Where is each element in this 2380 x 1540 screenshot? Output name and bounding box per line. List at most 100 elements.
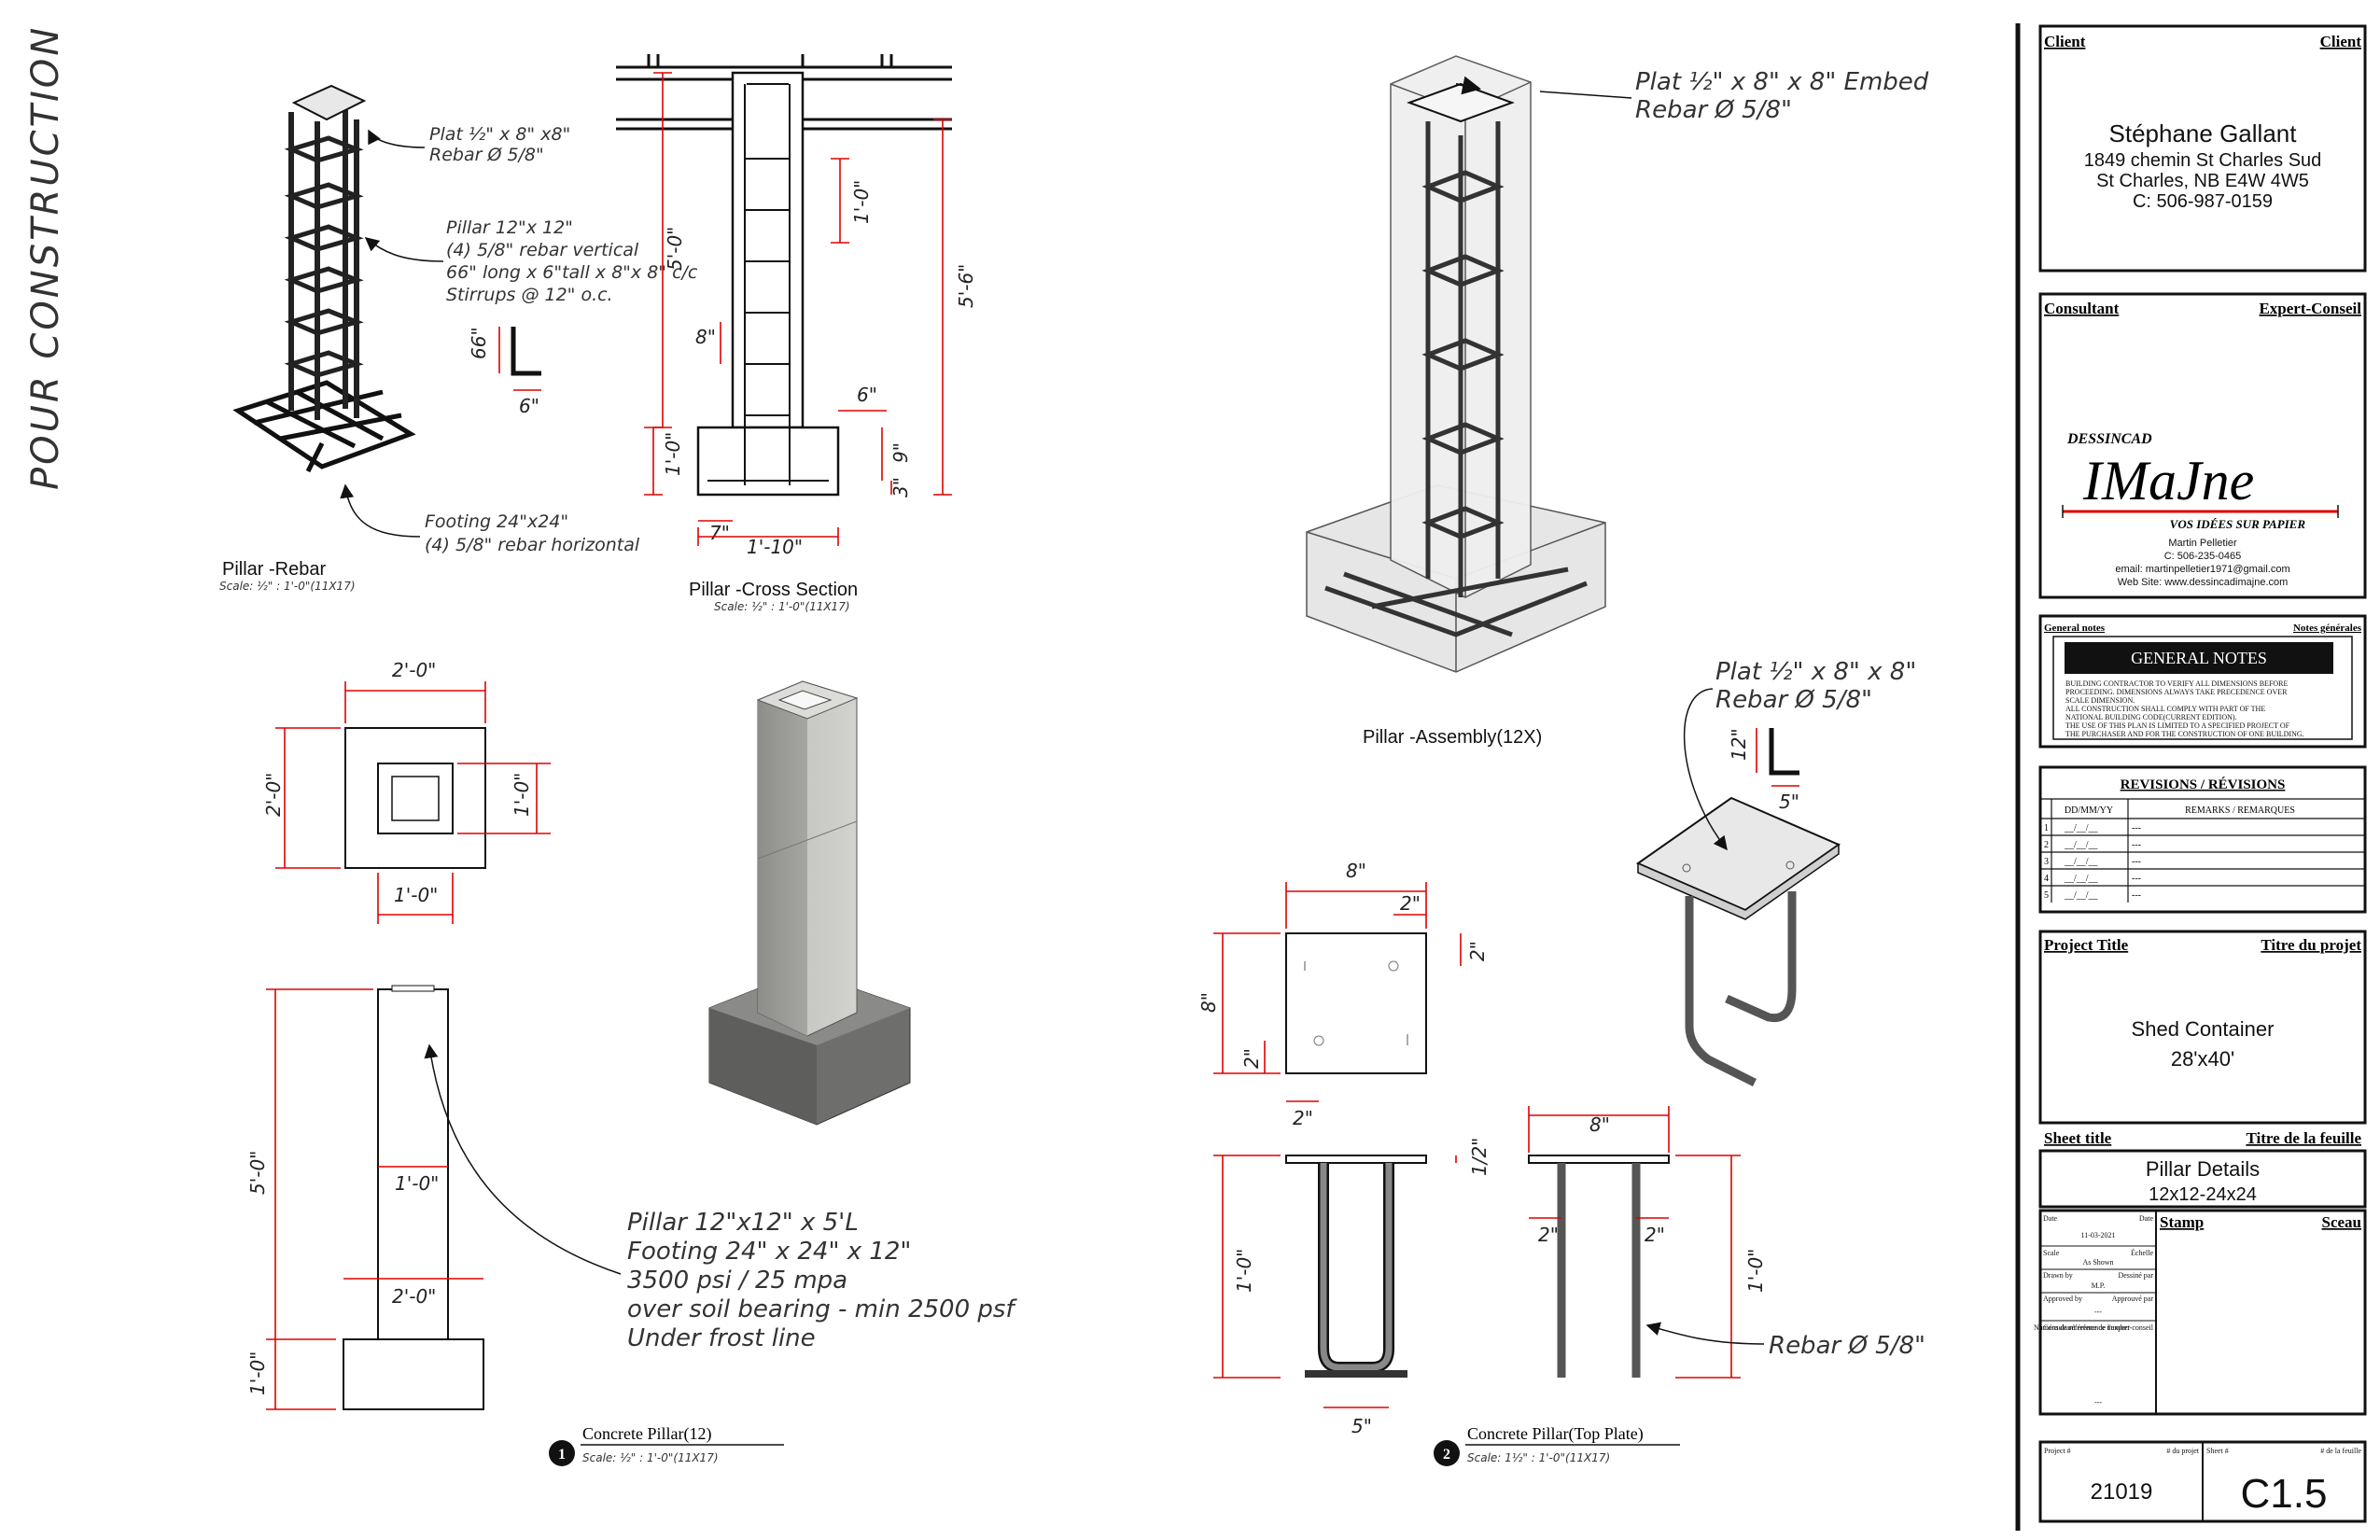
detail2-scale: Scale: 1½" : 1'-0"(11X17) xyxy=(1467,1451,1610,1464)
approved-label-fr: Approuvé par xyxy=(2112,1295,2154,1303)
d2-plan-off-1: 2" xyxy=(1400,892,1421,915)
detail2-note-plate-1: Plat ½" x 8" x 8" xyxy=(1715,658,1916,686)
pillar-rebar-view: Plat ½" x 8" x8" Rebar Ø 5/8" Pillar 12"… xyxy=(219,84,698,593)
rev-row-date: __/__/__ xyxy=(2064,840,2099,850)
scale-value: As Shown xyxy=(2082,1258,2113,1267)
stamp-label-fr: Sceau xyxy=(2322,1213,2362,1231)
section-dim-i: 7" xyxy=(709,522,730,544)
general-note-line-1: BUILDING CONTRACTOR TO VERIFY ALL DIMENS… xyxy=(2065,679,2289,688)
logo-small-text: DESSINCAD xyxy=(2066,431,2152,447)
section-dim-b: 5'-0" xyxy=(664,227,686,271)
elev-h-dim: 5'-0" xyxy=(246,1151,269,1195)
d2-elev-t-dim: 1/2" xyxy=(1468,1138,1491,1176)
detail2-title: Concrete Pillar(Top Plate) xyxy=(1467,1424,1644,1444)
rev-row-remark: --- xyxy=(2132,823,2141,833)
elev-w2-dim: 2'-0" xyxy=(392,1285,436,1308)
detail2-side-elevation: 8" 2" 2" 1'-0" Rebar Ø 5/8" xyxy=(1528,1106,1925,1379)
consultant-name: Martin Pelletier xyxy=(2168,538,2237,549)
rev-row-number: 1 xyxy=(2044,823,2049,833)
sheet-number-label-fr: # de la feuille xyxy=(2320,1447,2361,1455)
rev-row-date: __/__/__ xyxy=(2064,890,2099,901)
detail1-concrete-render xyxy=(708,680,911,1126)
logo-tagline: VOS IDÉES SUR PAPIER xyxy=(2170,517,2306,531)
detail1-plan-view: 2'-0" 2'-0" 1'-0" 1'-0" xyxy=(262,659,551,924)
pillar-cross-section-view: 1'-0" 5'-0" 5'-6" 8" 6" 9" 1'-0" 3" 7" 1… xyxy=(616,54,977,613)
client-address-1: 1849 chemin St Charles Sud xyxy=(2084,150,2322,171)
rebar-note-plate-2: Rebar Ø 5/8" xyxy=(429,145,544,165)
rev-row-number: 3 xyxy=(2044,857,2049,867)
d2-plan-off-3: 2" xyxy=(1240,1048,1263,1069)
rev-row-number: 4 xyxy=(2044,874,2049,884)
rebar-note-pillar-1: Pillar 12"x 12" xyxy=(446,217,573,238)
rev-row-date: __/__/__ xyxy=(2064,874,2099,884)
general-notes-heading: GENERAL NOTES xyxy=(2131,649,2267,667)
plan-inner-w-dim: 1'-0" xyxy=(394,884,438,906)
logo-big-text: IMaJne xyxy=(2082,450,2254,511)
date-label-en: Date xyxy=(2043,1214,2058,1223)
detail2-plate-render: Plat ½" x 8" x 8" Rebar Ø 5/8" 12" 5" xyxy=(1635,658,1916,1087)
consultant-ref-label-en: Consultant reference number xyxy=(2043,1323,2130,1332)
general-note-line-4: ALL CONSTRUCTION SHALL COMPLY WITH PART … xyxy=(2065,705,2265,713)
sheet-title-label-en: Sheet title xyxy=(2044,1129,2112,1147)
detail1-spec-1: Pillar 12"x12" x 5'L xyxy=(627,1209,859,1237)
scale-label-en: Scale xyxy=(2043,1249,2060,1257)
detail2-title-block: 2 Concrete Pillar(Top Plate) Scale: 1½" … xyxy=(1434,1424,1680,1466)
d2-side-off-1: 2" xyxy=(1538,1224,1559,1246)
consultant-email: email: martinpelletier1971@gmail.com xyxy=(2115,564,2289,575)
section-dim-a: 1'-0" xyxy=(850,180,873,224)
detail1-number: 1 xyxy=(558,1447,566,1463)
rev-row-date: __/__/__ xyxy=(2064,857,2099,867)
detail2-front-elevation: 1'-0" 1/2" 5" xyxy=(1213,1138,1491,1437)
plan-h-dim: 2'-0" xyxy=(262,773,285,817)
project-number-label-fr: # du projet xyxy=(2166,1447,2199,1455)
elev-w1-dim: 1'-0" xyxy=(395,1172,439,1195)
d2-plan-off-4: 2" xyxy=(1293,1107,1313,1129)
project-title-label-en: Project Title xyxy=(2044,936,2129,954)
consultant-phone: C: 506-235-0465 xyxy=(2164,551,2242,562)
sheet-name: Pillar Details xyxy=(2146,1157,2260,1181)
rev-row-number: 5 xyxy=(2044,890,2049,901)
rev-row-remark: --- xyxy=(2132,890,2141,901)
d2-elev-w-dim: 5" xyxy=(1351,1415,1372,1437)
general-note-line-5: NATIONAL BUILDING CODE(CURRENT EDITION). xyxy=(2065,713,2237,721)
rebar-view-scale: Scale: ½" : 1'-0"(11X17) xyxy=(219,580,356,593)
drawn-label-en: Drawn by xyxy=(2043,1271,2073,1280)
rev-row-remark: --- xyxy=(2132,857,2141,867)
elev-foot-dim: 1'-0" xyxy=(246,1351,269,1395)
project-size: 28'x40' xyxy=(2171,1047,2234,1071)
sheet-number: C1.5 xyxy=(2241,1471,2328,1517)
scale-label-fr: Échelle xyxy=(2131,1248,2153,1257)
consultant-label-fr: Expert-Conseil xyxy=(2259,300,2361,317)
project-number: 21019 xyxy=(2091,1479,2153,1505)
stamp-label-en: Stamp xyxy=(2160,1213,2204,1231)
detail2-rebar-note: Rebar Ø 5/8" xyxy=(1769,1332,1925,1360)
project-name: Shed Container xyxy=(2132,1017,2275,1041)
revisions-title: REVISIONS / RÉVISIONS xyxy=(2121,777,2286,792)
rebar-note-plate-1: Plat ½" x 8" x8" xyxy=(429,124,570,145)
rebar-note-pillar-2: (4) 5/8" rebar vertical xyxy=(446,240,639,260)
d2-side-w-dim: 8" xyxy=(1589,1113,1610,1136)
client-label-en: Client xyxy=(2044,33,2086,50)
rebar-note-pillar-3: 66" long x 6"tall x 8"x 8" c/c xyxy=(446,262,698,283)
rebar-note-footing-2: (4) 5/8" rebar horizontal xyxy=(425,535,640,555)
date-value: 11-03-2021 xyxy=(2080,1231,2115,1239)
general-note-line-2: PROCEEDING. DIMENSIONS ALWAYS TAKE PRECE… xyxy=(2065,688,2288,696)
detail2-hook-vert: 12" xyxy=(1728,728,1750,761)
plan-w-dim: 2'-0" xyxy=(392,659,436,681)
pour-construction-stamp: POUR CONSTRUCTION xyxy=(24,25,67,490)
general-note-line-7: THE PURCHASER AND FOR THE CONSTRUCTION O… xyxy=(2065,730,2304,738)
sheet-subtitle: 12x12-24x24 xyxy=(2149,1184,2257,1205)
drawn-label-fr: Dessiné par xyxy=(2118,1271,2153,1280)
rev-row-number: 2 xyxy=(2044,840,2049,850)
project-number-label-en: Project # xyxy=(2044,1447,2071,1455)
rebar-note-pillar-4: Stirrups @ 12" o.c. xyxy=(446,285,613,305)
rev-col-remarks: REMARKS / REMARQUES xyxy=(2185,805,2295,816)
detail2-note-plate-2: Rebar Ø 5/8" xyxy=(1715,686,1872,714)
detail2-number: 2 xyxy=(1443,1447,1450,1463)
section-dim-f: 9" xyxy=(889,442,912,463)
sheet-number-label-en: Sheet # xyxy=(2206,1447,2229,1455)
detail1-elevation-view: 5'-0" 1'-0" 2'-0" 1'-0" Pillar 12"x12" x… xyxy=(246,985,1017,1410)
assembly-note-1: Plat ½" x 8" x 8" Embed xyxy=(1635,68,1929,96)
title-block: Client Client Stéphane Gallant 1849 chem… xyxy=(2015,23,2367,1531)
rev-row-date: __/__/__ xyxy=(2064,823,2099,833)
